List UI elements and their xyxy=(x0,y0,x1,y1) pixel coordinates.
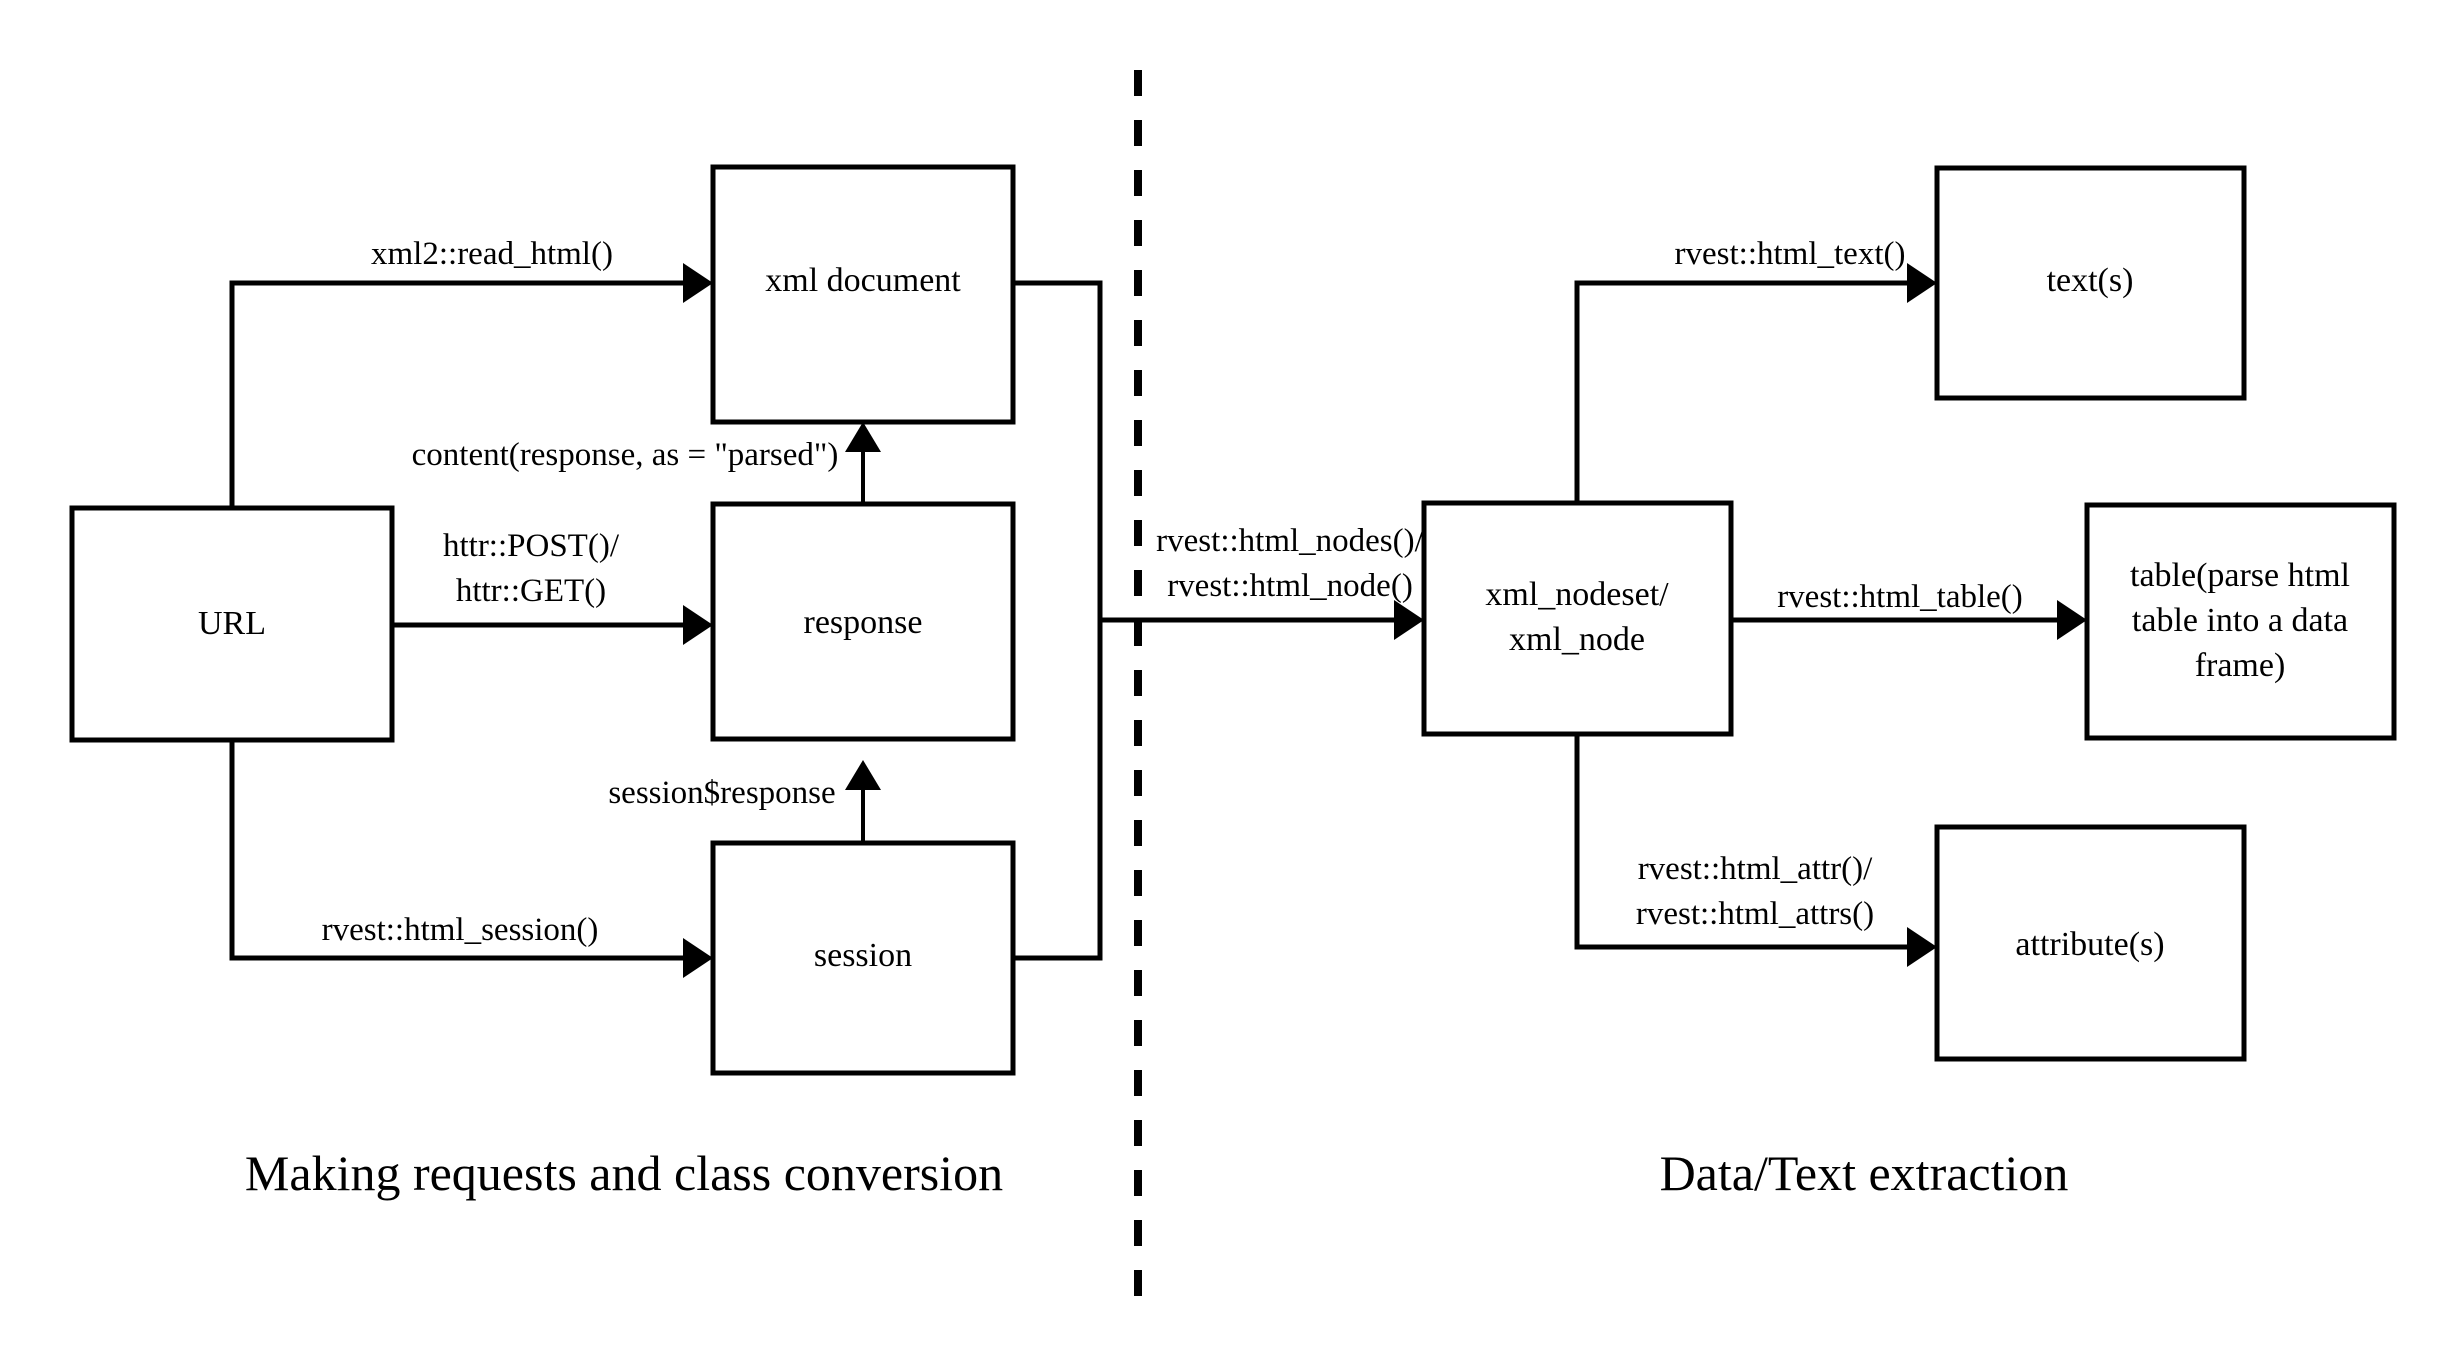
edge-url-to-xml-document-path xyxy=(229,280,683,508)
edge-response-to-xml-document: content(response, as = "parsed") xyxy=(412,422,881,504)
arrow-head-icon xyxy=(683,938,713,978)
node-texts[interactable]: text(s) xyxy=(1934,165,2247,401)
node-url-label: URL xyxy=(198,605,266,642)
node-url-rect xyxy=(69,505,395,743)
edge-url-to-xml-document: xml2::read_html() xyxy=(229,236,713,508)
node-response-label: response xyxy=(804,604,923,641)
arrow-head-icon xyxy=(845,422,881,452)
edge-url-to-xml-document-label: xml2::read_html() xyxy=(371,236,613,272)
arrow-head-icon xyxy=(2057,600,2087,640)
node-url[interactable]: URL xyxy=(69,505,395,743)
edge-url-to-session-label: rvest::html_session() xyxy=(322,912,599,948)
node-table-label-line3: frame) xyxy=(2195,647,2286,684)
edge-nodeset-to-attributes-path xyxy=(1574,734,1907,950)
edge-nodeset-to-table: rvest::html_table() xyxy=(1731,579,2087,640)
edge-doc-to-nodeset: rvest::html_nodes()/ rvest::html_node() xyxy=(1013,280,1425,961)
arrow-head-icon xyxy=(845,760,881,790)
edge-doc-to-nodeset-label-line1: rvest::html_nodes()/ xyxy=(1156,523,1424,559)
node-xml-nodeset-label-line1: xml_nodeset/ xyxy=(1485,576,1669,613)
edge-nodeset-to-attributes-label-line2: rvest::html_attrs() xyxy=(1636,896,1874,932)
edge-bus-path xyxy=(1013,280,1103,961)
node-attributes[interactable]: attribute(s) xyxy=(1934,824,2247,1062)
edge-nodeset-to-table-label: rvest::html_table() xyxy=(1777,579,2023,615)
node-xml-document-rect xyxy=(710,164,1016,425)
edge-session-to-response: session$response xyxy=(608,760,881,843)
node-session-label: session xyxy=(814,937,912,974)
node-xml-nodeset[interactable]: xml_nodeset/ xml_node xyxy=(1421,500,1734,737)
edge-nodeset-to-texts-label: rvest::html_text() xyxy=(1675,236,1906,272)
edge-url-to-session-path xyxy=(229,740,683,961)
node-table-label-line1: table(parse html xyxy=(2130,557,2350,594)
node-xml-nodeset-rect xyxy=(1421,500,1734,737)
edge-nodeset-to-texts: rvest::html_text() xyxy=(1574,236,1937,503)
arrow-head-icon xyxy=(683,605,713,645)
node-attributes-label: attribute(s) xyxy=(2015,926,2164,963)
node-table-label-line2: table into a data xyxy=(2132,602,2348,639)
caption-right-section: Data/Text extraction xyxy=(1660,1145,2069,1201)
arrow-head-icon xyxy=(1394,600,1424,640)
edge-url-to-response: httr::POST()/ httr::GET() xyxy=(392,528,713,645)
arrow-head-icon xyxy=(683,263,713,303)
edge-session-to-response-label: session$response xyxy=(608,775,835,811)
edge-url-to-response-label-line2: httr::GET() xyxy=(456,573,606,609)
edge-response-to-xml-document-label: content(response, as = "parsed") xyxy=(412,437,839,473)
node-attributes-rect xyxy=(1934,824,2247,1062)
arrow-head-icon xyxy=(1907,263,1937,303)
edge-url-to-session: rvest::html_session() xyxy=(229,740,713,978)
node-xml-document-label: xml document xyxy=(765,262,961,299)
node-xml-document[interactable]: xml document xyxy=(710,164,1016,425)
node-response[interactable]: response xyxy=(710,501,1016,742)
edge-nodeset-to-texts-path xyxy=(1574,280,1907,503)
edge-doc-to-nodeset-label-line2: rvest::html_node() xyxy=(1167,568,1413,604)
node-xml-nodeset-label-line2: xml_node xyxy=(1509,621,1645,658)
caption-left-section: Making requests and class conversion xyxy=(245,1145,1003,1201)
node-texts-rect xyxy=(1934,165,2247,401)
edge-nodeset-to-attributes-label-line1: rvest::html_attr()/ xyxy=(1638,851,1873,887)
node-table[interactable]: table(parse html table into a data frame… xyxy=(2084,502,2397,741)
node-session[interactable]: session xyxy=(710,840,1016,1076)
edge-url-to-response-label-line1: httr::POST()/ xyxy=(443,528,620,564)
arrow-head-icon xyxy=(1907,927,1937,967)
node-texts-label: text(s) xyxy=(2047,262,2134,299)
node-table-rect xyxy=(2084,502,2397,741)
edge-nodeset-to-attributes: rvest::html_attr()/ rvest::html_attrs() xyxy=(1574,734,1937,967)
